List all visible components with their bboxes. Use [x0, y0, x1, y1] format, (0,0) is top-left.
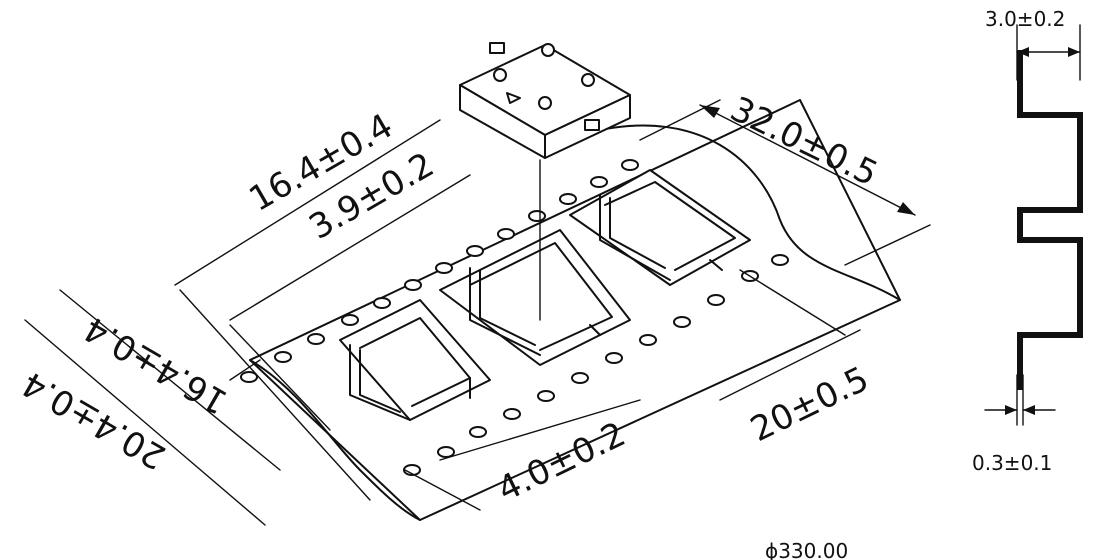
dim-330: ɸ330.00 [765, 539, 848, 560]
smd-component [459, 42, 631, 321]
dim-0-3: 0.3±0.1 [972, 451, 1052, 475]
dim-32: 32.0±0.5 [724, 89, 884, 194]
carrier-tape [240, 42, 901, 521]
pocket-left [339, 299, 491, 421]
dim-4-0: 4.0±0.2 [491, 414, 631, 510]
sprocket-holes-top [240, 159, 639, 383]
dim-3-0: 3.0±0.2 [985, 7, 1065, 31]
cover-tape-wave-left [249, 359, 421, 521]
dim-20: 20±0.5 [744, 359, 875, 450]
cover-tape-wave-right [599, 124, 901, 301]
pocket-right [569, 169, 751, 286]
tape-cross-section [984, 24, 1083, 426]
pocket-middle [439, 229, 631, 366]
dimension-lines [24, 99, 931, 526]
